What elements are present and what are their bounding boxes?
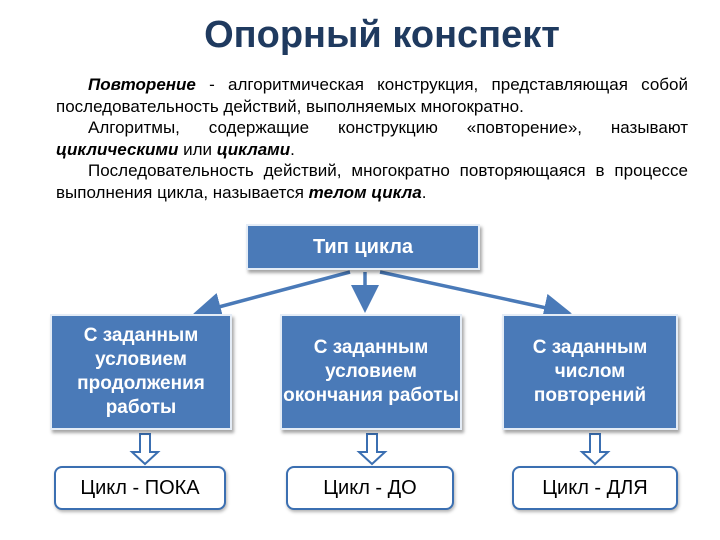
term-repetition: Повторение <box>88 75 196 94</box>
root-node-loop-type: Тип цикла <box>246 224 480 270</box>
paragraph-repetition: Повторение - алгоритмическая конструкция… <box>56 74 688 117</box>
category-node-count: С заданным числом повторений <box>502 314 678 430</box>
paragraph-text: Последовательность действий, многократно… <box>56 161 688 202</box>
loop-node-for: Цикл - ДЛЯ <box>512 466 678 510</box>
block-arrow-2 <box>356 433 388 466</box>
term-loop-body: телом цикла <box>308 182 422 202</box>
arrow-to-category-1 <box>193 270 351 321</box>
category-node-end-condition: С заданным условием окончания работы <box>280 314 462 430</box>
paragraph-text: - алгоритмическая конструкция, представл… <box>56 75 688 116</box>
term-cyclic: циклическими <box>56 139 179 159</box>
term-cycles: циклами <box>216 139 291 159</box>
loop-node-until: Цикл - ДО <box>286 466 454 510</box>
paragraph-text: . <box>421 182 427 202</box>
page-title: Опорный конспект <box>204 14 560 56</box>
summary-text: Повторение - алгоритмическая конструкция… <box>56 74 688 203</box>
paragraph-text: . <box>290 139 295 159</box>
block-arrow-1 <box>129 433 161 466</box>
loop-node-while: Цикл - ПОКА <box>54 466 226 510</box>
paragraph-body: Последовательность действий, многократно… <box>56 160 688 203</box>
paragraph-cyclic: Алгоритмы, содержащие конструкцию «повто… <box>56 117 688 160</box>
category-node-continue-condition: С заданным условием продолжения работы <box>50 314 232 430</box>
paragraph-text: Алгоритмы, содержащие конструкцию «повто… <box>88 118 688 137</box>
paragraph-text: или <box>178 139 217 159</box>
arrow-to-category-3 <box>379 270 572 322</box>
block-arrow-3 <box>579 433 611 466</box>
